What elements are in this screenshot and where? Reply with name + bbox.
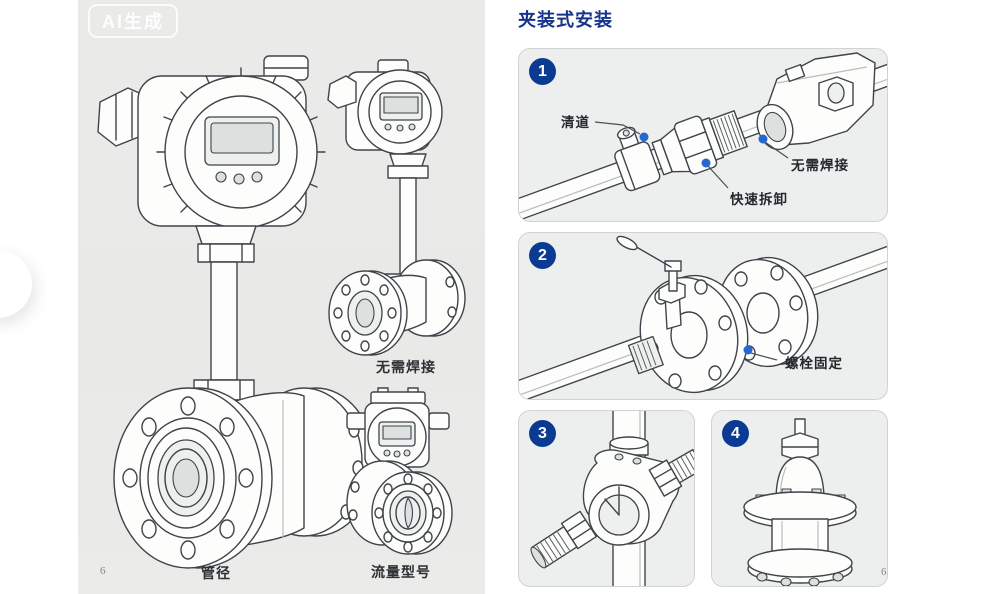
right-page-number: 6 <box>881 566 887 578</box>
step-4-badge: 4 <box>722 420 749 447</box>
marker-dot <box>701 158 711 168</box>
right-nipple <box>648 448 694 497</box>
medium-flowmeter <box>327 59 466 356</box>
label-clean-channel: 清道 <box>561 115 590 130</box>
step-2-badge: 2 <box>529 242 556 269</box>
step-1-illustration <box>519 52 887 221</box>
label-bolt-fixing: 螺栓固定 <box>785 356 843 371</box>
leader-lines <box>594 121 789 189</box>
compact-flowmeter <box>346 387 453 555</box>
edge-nav-circle[interactable] <box>0 250 32 318</box>
section-title: 夹装式安装 <box>518 10 613 30</box>
step-3-badge: 3 <box>529 420 556 447</box>
step-4-panel: 4 <box>711 410 888 587</box>
step-4-illustration <box>743 418 857 586</box>
flowmeter-sensor-body <box>756 52 876 151</box>
front-flange <box>639 274 749 394</box>
large-flowmeter-body <box>113 387 375 569</box>
inline-valve <box>743 418 857 586</box>
bleed-valve <box>616 235 686 330</box>
label-no-welding-step1: 无需焊接 <box>791 158 849 173</box>
ai-generated-watermark-badge: AI生成 <box>88 4 178 38</box>
pipe-thread-left <box>627 335 664 375</box>
label-flow-model: 流量型号 <box>371 564 431 580</box>
label-no-welding-left: 无需焊接 <box>376 359 436 375</box>
leader-lines <box>743 345 778 361</box>
label-quick-release: 快速拆卸 <box>730 192 788 207</box>
marker-dot <box>743 345 753 355</box>
left-nipple <box>530 510 598 569</box>
step-2-panel: 2 <box>518 232 888 400</box>
step-2-illustration <box>519 235 887 399</box>
pipe-fittings <box>614 110 748 192</box>
marker-dot <box>758 134 768 144</box>
step-1-badge: 1 <box>529 58 556 85</box>
label-pipe-diameter: 管径 <box>201 565 231 581</box>
step-3-panel: 3 <box>518 410 695 587</box>
step-1-panel: 1 <box>518 48 888 222</box>
left-document-page: AI生成 <box>78 0 485 594</box>
left-page-number: 6 <box>100 565 106 577</box>
flowmeter-illustrations <box>97 55 466 569</box>
large-flowmeter-head <box>97 55 326 229</box>
step-3-illustration <box>530 411 694 586</box>
marker-dot <box>639 132 649 142</box>
large-flowmeter-stem <box>193 225 257 415</box>
